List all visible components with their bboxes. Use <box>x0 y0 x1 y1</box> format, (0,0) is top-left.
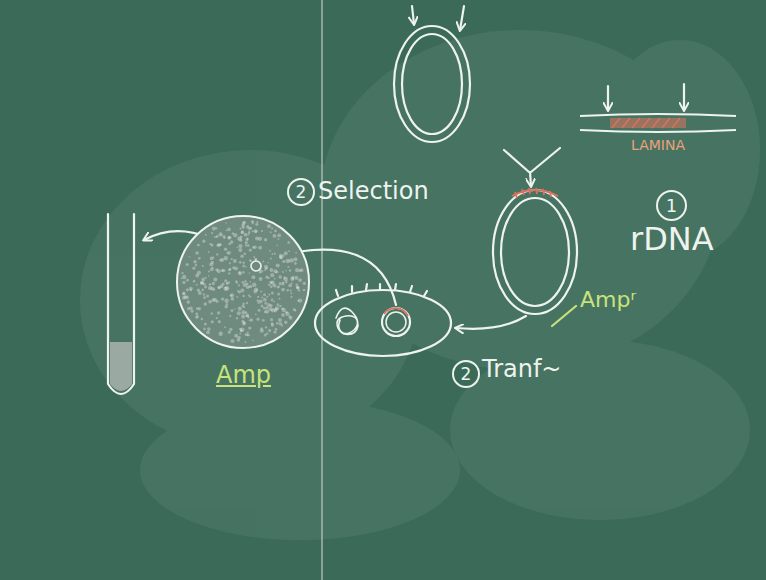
band-label: LAMINA <box>578 110 738 153</box>
step-label: Tranf~ <box>482 356 561 382</box>
step-label: Selection <box>318 178 429 204</box>
marker-label: Ampʳ <box>580 288 636 312</box>
medium-label: Amp <box>172 212 314 388</box>
step-label: rDNA <box>630 222 714 257</box>
band-outline <box>578 110 738 136</box>
petri-dish: Amp <box>172 212 314 393</box>
callout-number: 2 <box>287 178 315 206</box>
callout-number: 2 <box>452 360 480 388</box>
callout-number: 1 <box>656 190 687 221</box>
lamina-band: LAMINA <box>578 110 738 154</box>
dish-outline <box>172 212 314 354</box>
